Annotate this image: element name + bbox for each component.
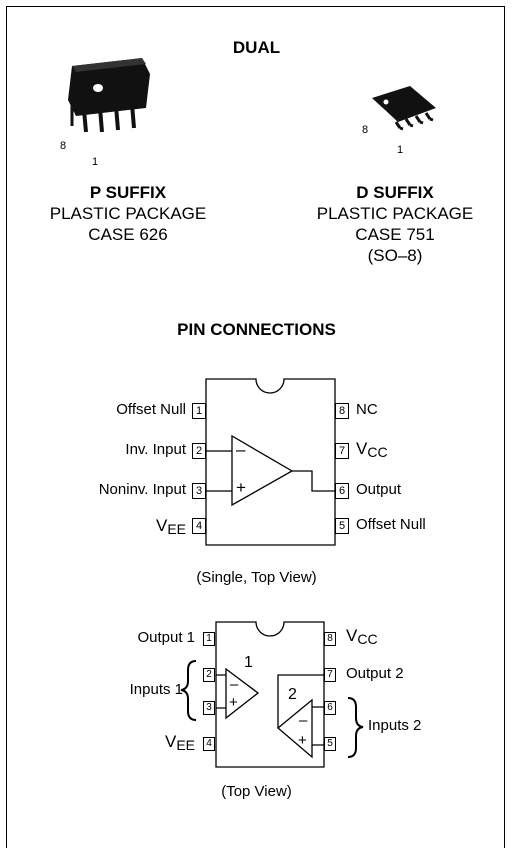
opamp-triangle [231,434,294,507]
p-suffix-line1: PLASTIC PACKAGE [49,204,207,223]
d-suffix-line2: CASE 751 [355,225,435,244]
amp2-label: 2 [288,686,297,703]
single-pin-3: 3 [192,483,206,499]
d-suffix-caption: D SUFFIX PLASTIC PACKAGE CASE 751 (SO–8) [275,182,513,266]
amp1-triangle [225,667,260,720]
single-pin3-label: Noninv. Input [98,481,186,498]
amp2-plus: + [298,732,307,749]
single-pin4-label: VEE [156,516,186,537]
vee-sub: EE [167,521,186,537]
single-pin-2: 2 [192,443,206,459]
dual-pin-1: 1 [203,632,215,646]
dual-pin1-label: Output 1 [137,629,195,646]
dual-pin-2: 2 [203,668,215,682]
d-suffix-title: D SUFFIX [356,183,434,202]
inputs-1-label: Inputs 1 [129,681,183,698]
single-pin-5: 5 [335,518,349,534]
single-pin-6: 6 [335,483,349,499]
so8-pin8-label: 8 [362,124,369,136]
amp1-minus: – [230,676,239,693]
dual-vee-sub: EE [176,737,195,753]
dual-pin-6: 6 [324,701,336,715]
amp2-minus: – [299,712,308,729]
amp1-label: 1 [244,654,253,671]
dual-pin-4: 4 [203,737,215,751]
single-pin6-label: Output [356,481,402,498]
page-frame [6,6,505,848]
inputs-2-label: Inputs 2 [368,717,422,734]
amp2-triangle [276,698,313,759]
dual-pin-3: 3 [203,701,215,715]
d-suffix-line1: PLASTIC PACKAGE [316,204,474,223]
single-pin2-label: Inv. Input [125,441,186,458]
pin-connections-title: PIN CONNECTIONS [177,320,336,339]
dip-pin1-label: 1 [92,156,99,168]
p-suffix-line2: CASE 626 [88,225,168,244]
single-pin7-label: VCC [356,439,388,460]
p-suffix-caption: P SUFFIX PLASTIC PACKAGE CASE 626 [8,182,248,245]
dual-vcc-sub: CC [357,631,378,647]
single-pin-4: 4 [192,518,206,534]
dual-pin-5: 5 [324,737,336,751]
dip-pin8-label: 8 [60,140,67,152]
dual-pin-7: 7 [324,668,336,682]
single-plus-sign: + [236,478,246,497]
so8-package-image [372,86,436,131]
single-caption: (Single, Top View) [196,569,317,586]
dual-pin-8: 8 [324,632,336,646]
single-pin-1: 1 [192,403,206,419]
single-pin-7: 7 [335,443,349,459]
so8-pin1-label: 1 [397,144,404,156]
dual-pin4-label: VEE [165,732,195,753]
single-pin1-label: Offset Null [116,401,186,418]
dual-pin7-label: Output 2 [346,665,404,682]
amp1-plus: + [229,694,238,711]
vcc-v: V [356,439,368,458]
section-title-dual: DUAL [232,38,281,57]
vee-v: V [155,516,168,535]
dual-vcc-v: V [346,626,358,645]
single-pin-8: 8 [335,403,349,419]
dual-vee-v: V [164,732,177,751]
dual-caption: (Top View) [221,783,292,800]
dip-package-image [68,58,150,133]
p-suffix-title: P SUFFIX [89,183,167,202]
single-pin8-label: NC [356,401,378,418]
dual-pin8-label: VCC [346,626,378,647]
single-minus-sign: – [236,440,246,459]
vcc-sub: CC [367,444,388,460]
d-suffix-line3: (SO–8) [367,246,423,265]
single-pin5-label: Offset Null [356,516,426,533]
